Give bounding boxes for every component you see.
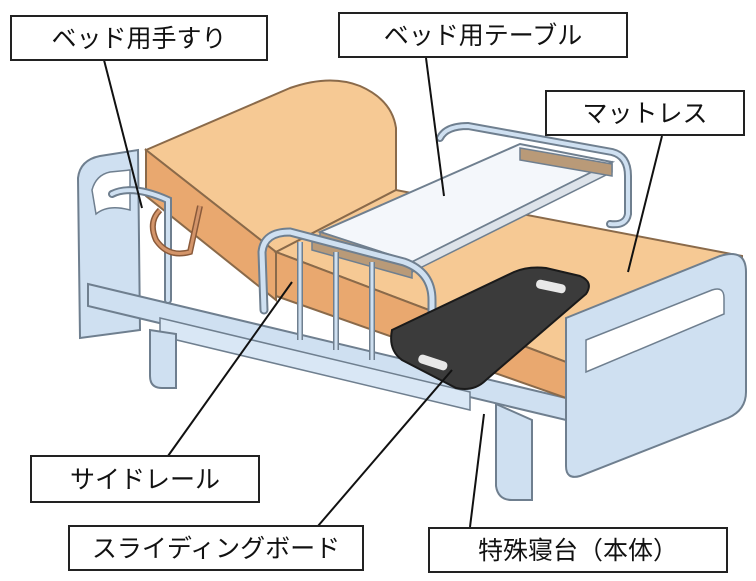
label-sliding-board-text: スライディングボード (91, 533, 341, 563)
label-side-rail-text: サイドレール (69, 464, 220, 494)
label-mattress-text: マットレス (582, 98, 708, 128)
grab-handrail (108, 186, 203, 304)
back-side-rail (436, 121, 632, 229)
foot-board (565, 253, 747, 478)
label-bed-handrail: ベッド用手すり (10, 15, 268, 61)
label-bed-handrail-text: ベッド用手すり (51, 23, 227, 53)
leader-lines (103, 57, 663, 528)
label-bed-table: ベッド用テーブル (338, 12, 628, 58)
label-sliding-board: スライディングボード (68, 525, 364, 571)
front-side-rail (257, 227, 437, 360)
label-bed-frame: 特殊寝台（本体） (428, 527, 728, 573)
label-mattress: マットレス (545, 90, 745, 136)
bed-base (87, 282, 567, 501)
label-side-rail: サイドレール (30, 455, 260, 503)
label-bed-frame-text: 特殊寝台（本体） (477, 535, 678, 565)
sliding-board (390, 266, 590, 390)
label-bed-table-text: ベッド用テーブル (383, 20, 583, 50)
